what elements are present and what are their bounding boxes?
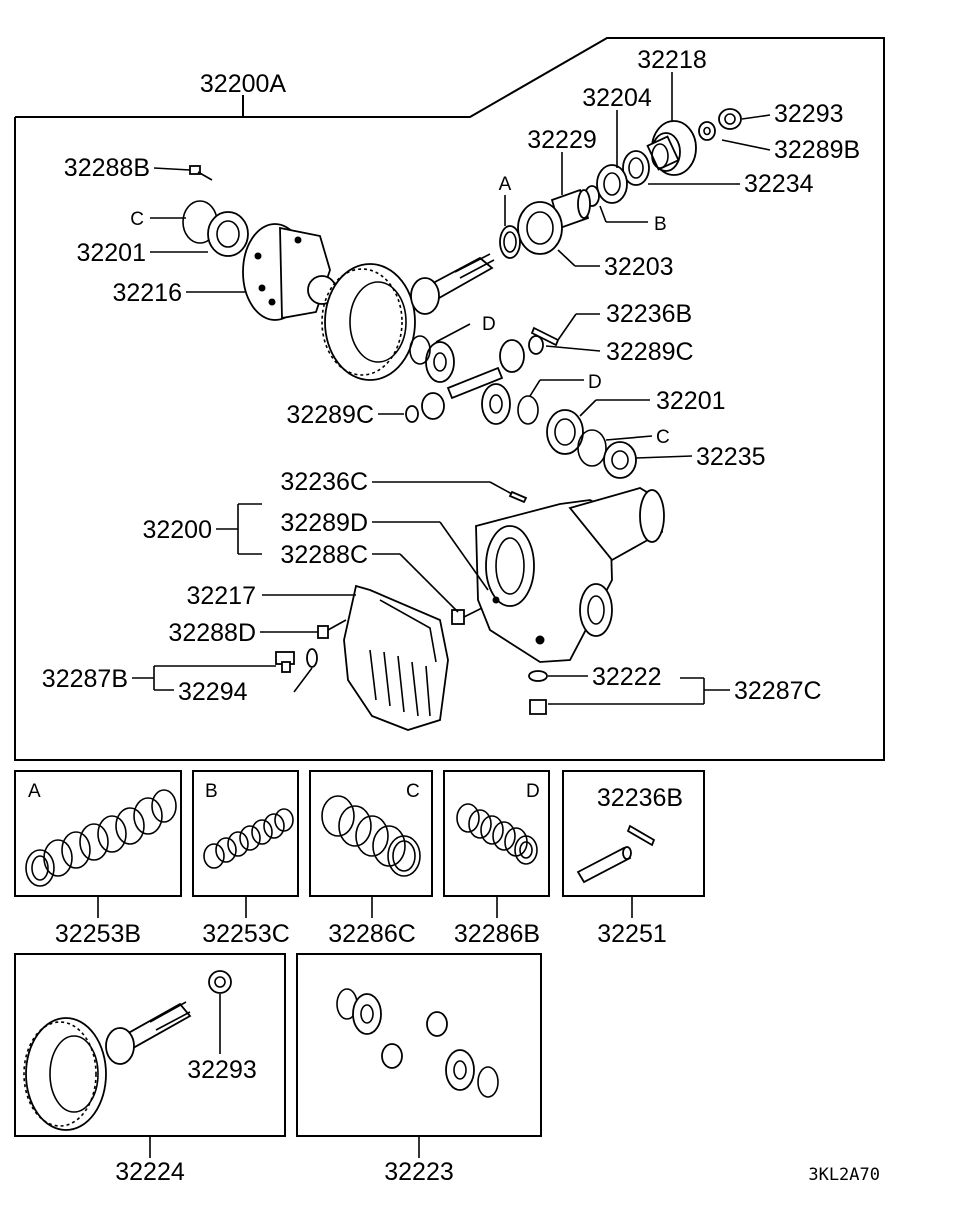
bolt-32288C: [451, 607, 483, 625]
ring-gear: [321, 263, 416, 381]
side-bearing-adjuster-32235: [603, 441, 637, 479]
kit-D-code: 32286B: [454, 920, 540, 948]
kit-box-A: A 32253B: [14, 770, 182, 948]
label-32235: 32235: [696, 443, 766, 471]
pin-32236C: [508, 490, 528, 504]
label-32289B: 32289B: [774, 136, 860, 164]
label-32218: 32218: [637, 46, 707, 74]
shim-set-A-drawing: [25, 789, 177, 887]
label-32289C-left: 32289C: [286, 401, 374, 429]
pinion-gear-left: [421, 392, 445, 420]
label-32289C-right: 32289C: [606, 338, 694, 366]
diff-gear-code: 32223: [384, 1158, 454, 1186]
differential-carrier-32200: [475, 487, 665, 663]
label-32203: 32203: [604, 253, 674, 281]
rear-cover-32217: [343, 584, 449, 731]
label-32204: 32204: [582, 84, 652, 112]
front-pinion-bearing: [596, 164, 628, 204]
kit-box-C: C 32286C: [309, 770, 433, 948]
thrust-washer-D2: [517, 395, 539, 425]
label-32289D: 32289D: [280, 509, 368, 537]
letter-B-top: B: [654, 214, 667, 235]
filler-plug-32287C: [529, 699, 547, 715]
label-32201-left: 32201: [76, 239, 146, 267]
label-32201-right: 32201: [656, 387, 726, 415]
side-gear-upper: [425, 341, 455, 383]
label-32229: 32229: [527, 126, 597, 154]
label-32216: 32216: [112, 279, 182, 307]
differential-gear-set-drawing: [336, 988, 499, 1098]
pinion-washer: [698, 121, 716, 141]
thrust-washer-D1: [409, 335, 431, 365]
lock-pin-32236B: [530, 326, 560, 347]
bolt-32288B: [189, 165, 213, 181]
diff-gear-box: 32223: [296, 953, 542, 1186]
label-32294: 32294: [178, 678, 248, 706]
kit-A-code: 32253B: [55, 920, 141, 948]
label-32288D: 32288D: [168, 619, 256, 647]
gear-set-box: 32293 32224: [14, 953, 286, 1186]
label-32236C: 32236C: [280, 468, 368, 496]
gear-set-nut: [208, 970, 232, 994]
letter-A-top: A: [499, 174, 512, 195]
bolt-32288D: [317, 619, 347, 639]
kit-box-pin: 32236B 32251: [562, 770, 705, 948]
pinion-gear-upper-right: [499, 339, 525, 373]
kit-box-B: B 32253C: [192, 770, 299, 948]
kit-pin-code: 32251: [597, 920, 667, 948]
kit-B-letter: B: [205, 781, 218, 802]
gasket-32294: [306, 648, 318, 668]
letter-C-right: C: [656, 427, 670, 448]
gear-set-code: 32224: [115, 1158, 185, 1186]
label-32293: 32293: [774, 100, 844, 128]
leader-lines: [132, 72, 771, 705]
label-32287C: 32287C: [734, 677, 822, 705]
drive-pinion: [410, 253, 495, 315]
oil-seal: [622, 150, 650, 186]
kit-C-letter: C: [406, 781, 420, 802]
side-gear-lower: [481, 383, 511, 425]
label-32217: 32217: [186, 582, 256, 610]
rear-pinion-bearing: [517, 201, 563, 255]
kit-D-letter: D: [526, 781, 540, 802]
kit-box-D: D 32286B: [443, 770, 550, 948]
thrust-washer-set-D-drawing: [456, 803, 538, 865]
letter-D-2: D: [588, 372, 602, 393]
label-32222: 32222: [592, 663, 662, 691]
label-32234: 32234: [744, 170, 814, 198]
label-32236B: 32236B: [606, 300, 692, 328]
pinion-shaft-and-pin-drawing: [576, 824, 656, 884]
snap-ring-set-C-drawing: [321, 795, 421, 877]
pinion-nut: [718, 108, 742, 130]
pinion-shaft-32229: [446, 366, 504, 400]
kit-A-letter: A: [28, 781, 41, 802]
drawing-code: 3KL2A70: [808, 1165, 880, 1185]
kit-pin-inner-label: 32236B: [597, 784, 683, 812]
side-bearing-right: [546, 409, 584, 455]
label-32200: 32200: [142, 516, 212, 544]
washer-32289C-right: [528, 335, 544, 355]
gasket-32222: [528, 670, 548, 682]
kit-C-code: 32286C: [328, 920, 416, 948]
main-assembly-frame: [14, 37, 885, 761]
kit-B-code: 32253C: [202, 920, 290, 948]
label-32288C: 32288C: [280, 541, 368, 569]
washer-32289C-left: [405, 405, 419, 423]
ring-and-pinion-drawing: [23, 1001, 192, 1131]
side-bearing-snap-ring-right: [577, 429, 607, 467]
main-assembly-label: 32200A: [200, 70, 287, 98]
spacer-set-B-drawing: [203, 808, 294, 869]
letter-C-top: C: [130, 209, 144, 230]
gear-set-nut-label: 32293: [187, 1056, 257, 1084]
label-32288B: 32288B: [64, 154, 150, 182]
differential-case: [242, 223, 337, 321]
letter-D-1: D: [482, 314, 496, 335]
companion-flange: [646, 120, 697, 176]
pinion-shim: [499, 225, 521, 259]
drain-plug-32287B: [275, 651, 295, 673]
side-bearing-left: [207, 211, 249, 257]
label-32287B: 32287B: [42, 665, 128, 693]
